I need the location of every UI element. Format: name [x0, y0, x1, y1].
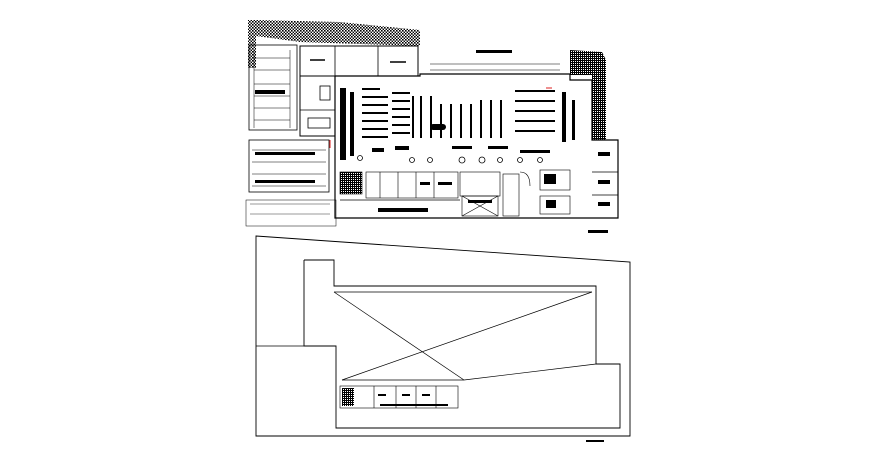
- parking-area-left: [245, 44, 337, 227]
- back-of-house-rooms: [299, 45, 419, 137]
- hatched-block-right: [570, 50, 606, 140]
- scale-bar-bottom: [586, 440, 604, 442]
- red-markers: [329, 87, 552, 148]
- roof-diagonals: [333, 291, 597, 381]
- scale-bar-top: [588, 230, 608, 233]
- shelving-rows: [340, 88, 575, 160]
- roof-strip-rooms: [339, 385, 459, 409]
- hatched-wall-top-left: [248, 20, 420, 68]
- right-side-rooms: [598, 152, 610, 206]
- display-tables: [357, 155, 543, 164]
- checkout-zone: [339, 169, 571, 217]
- ground-floor-plan: [245, 20, 619, 233]
- sales-floor-outline: [334, 50, 619, 219]
- roof-plan: [255, 235, 631, 442]
- building-outline: [303, 259, 621, 429]
- site-boundary: [255, 235, 631, 437]
